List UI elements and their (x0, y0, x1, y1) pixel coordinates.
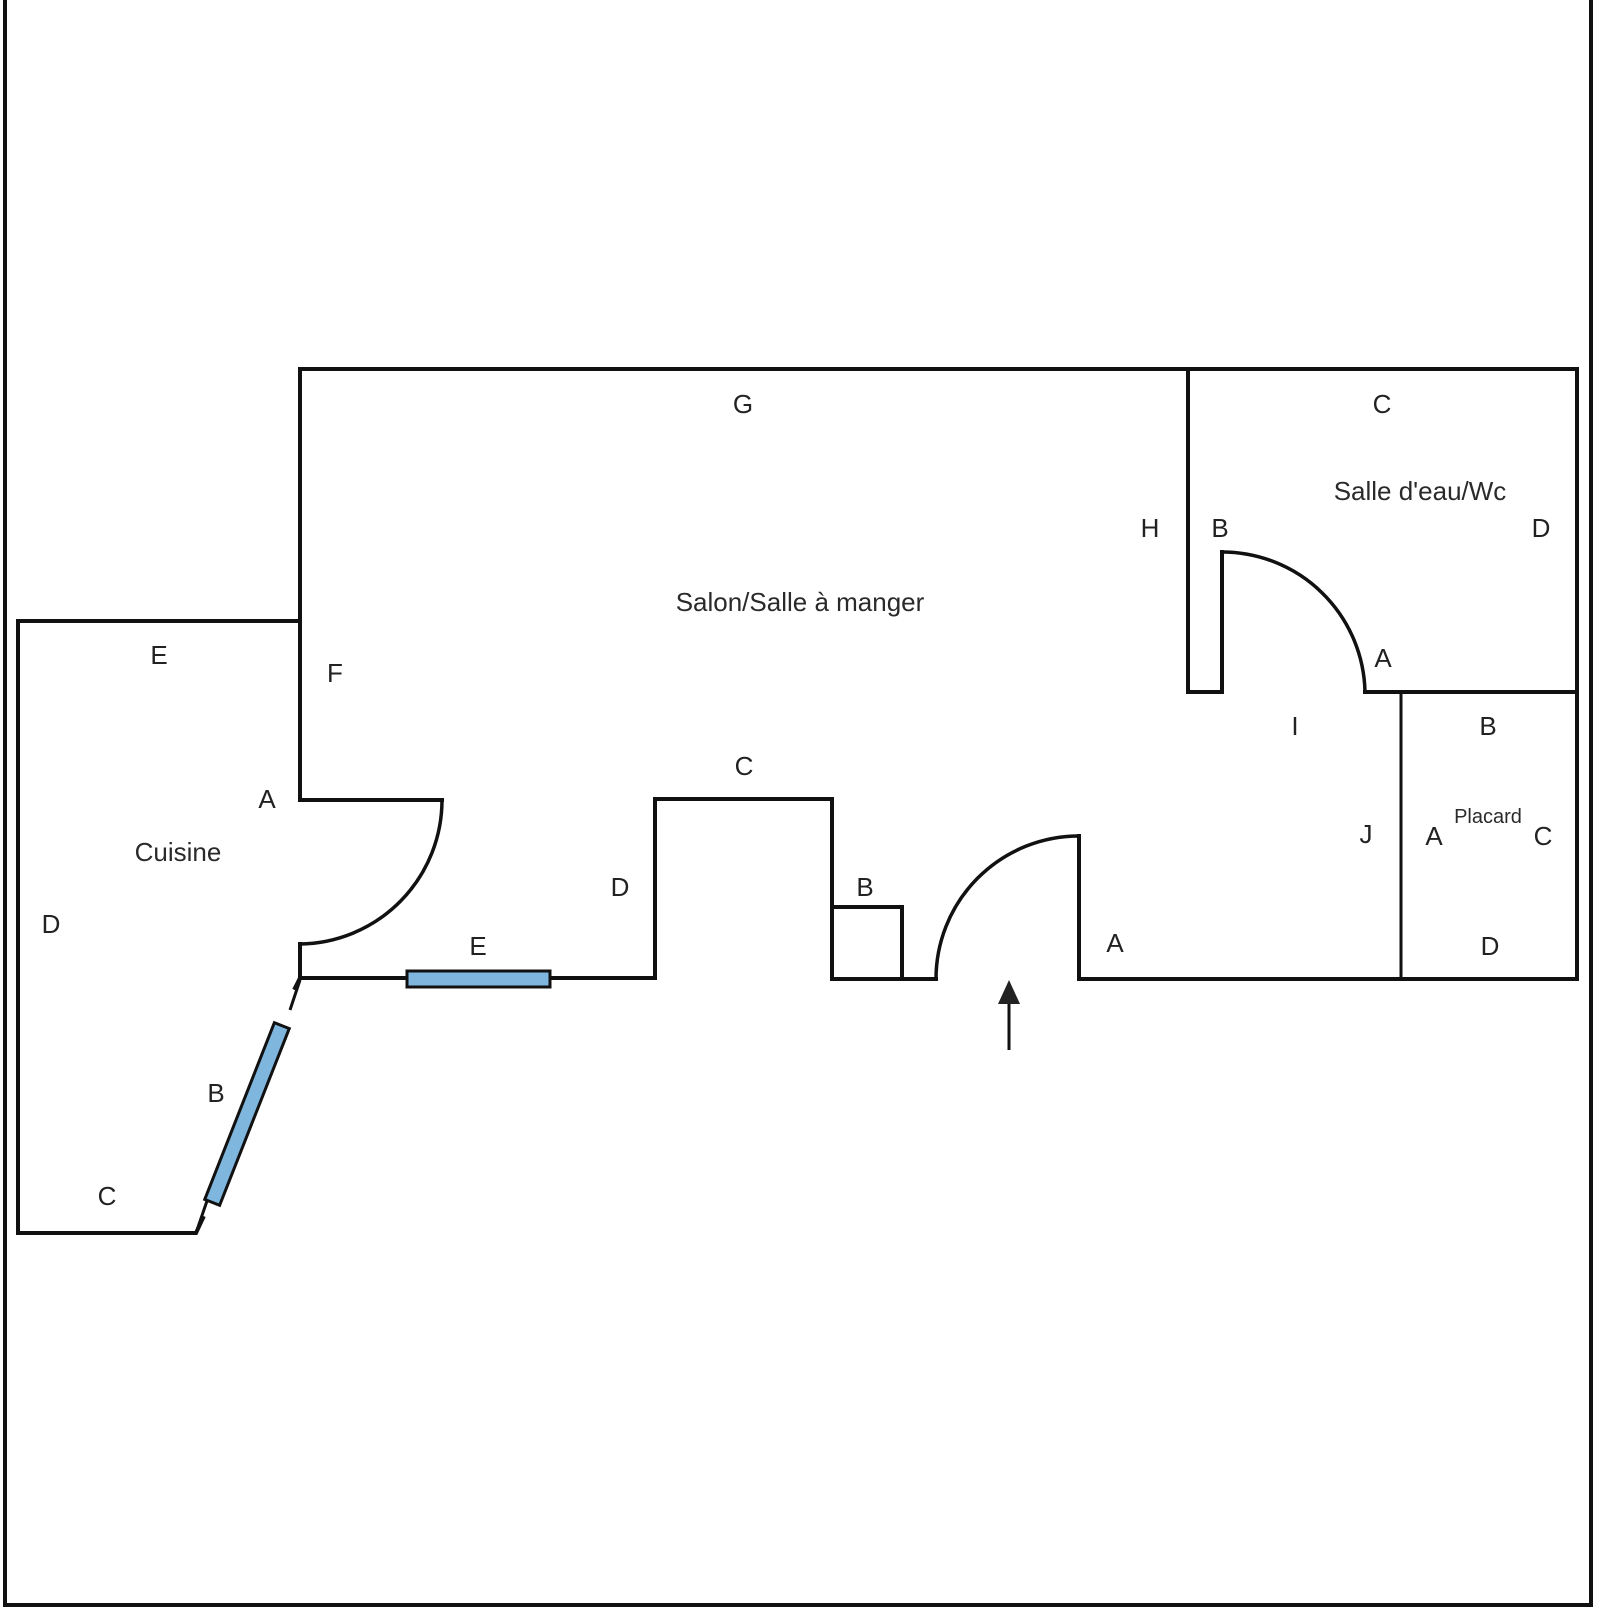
label-placard-a: A (1425, 821, 1443, 851)
room-name-salle-eau: Salle d'eau/Wc (1334, 476, 1507, 506)
label-salon-i: I (1291, 711, 1298, 741)
door-entrance[interactable] (934, 834, 1080, 980)
label-sde-c: C (1373, 389, 1392, 419)
door-salle-eau[interactable] (1221, 550, 1367, 693)
label-salon-h: H (1141, 513, 1160, 543)
label-sde-b: B (1211, 513, 1228, 543)
window-cuisine-b (202, 1020, 292, 1208)
cuisine-walls (16, 619, 303, 1235)
label-salon-c: C (735, 751, 754, 781)
room-name-cuisine: Cuisine (135, 837, 222, 867)
label-salon-e: E (469, 931, 486, 961)
window-salon-e (405, 969, 552, 989)
label-cuisine-a: A (258, 784, 276, 814)
label-salon-d: D (611, 872, 630, 902)
label-cuisine-d: D (42, 909, 61, 939)
label-cuisine-c: C (98, 1181, 117, 1211)
label-salon-f: F (327, 658, 343, 688)
page-frame (3, 0, 1593, 1607)
label-placard-c: C (1534, 821, 1553, 851)
label-salon-g: G (733, 389, 753, 419)
label-cuisine-b: B (207, 1078, 224, 1108)
label-salon-j: J (1360, 819, 1373, 849)
label-salon-a: A (1106, 928, 1124, 958)
room-name-salon: Salon/Salle à manger (676, 587, 925, 617)
label-sde-d: D (1532, 513, 1551, 543)
door-cuisine[interactable] (299, 799, 444, 946)
label-salon-b: B (856, 872, 873, 902)
salon-walls (298, 367, 1579, 981)
label-sde-a: A (1374, 643, 1392, 673)
label-placard-b: B (1479, 711, 1496, 741)
label-placard-d: D (1481, 931, 1500, 961)
label-cuisine-e: E (150, 640, 167, 670)
entrance-arrow-icon (998, 980, 1020, 1050)
room-name-placard: Placard (1454, 806, 1522, 828)
